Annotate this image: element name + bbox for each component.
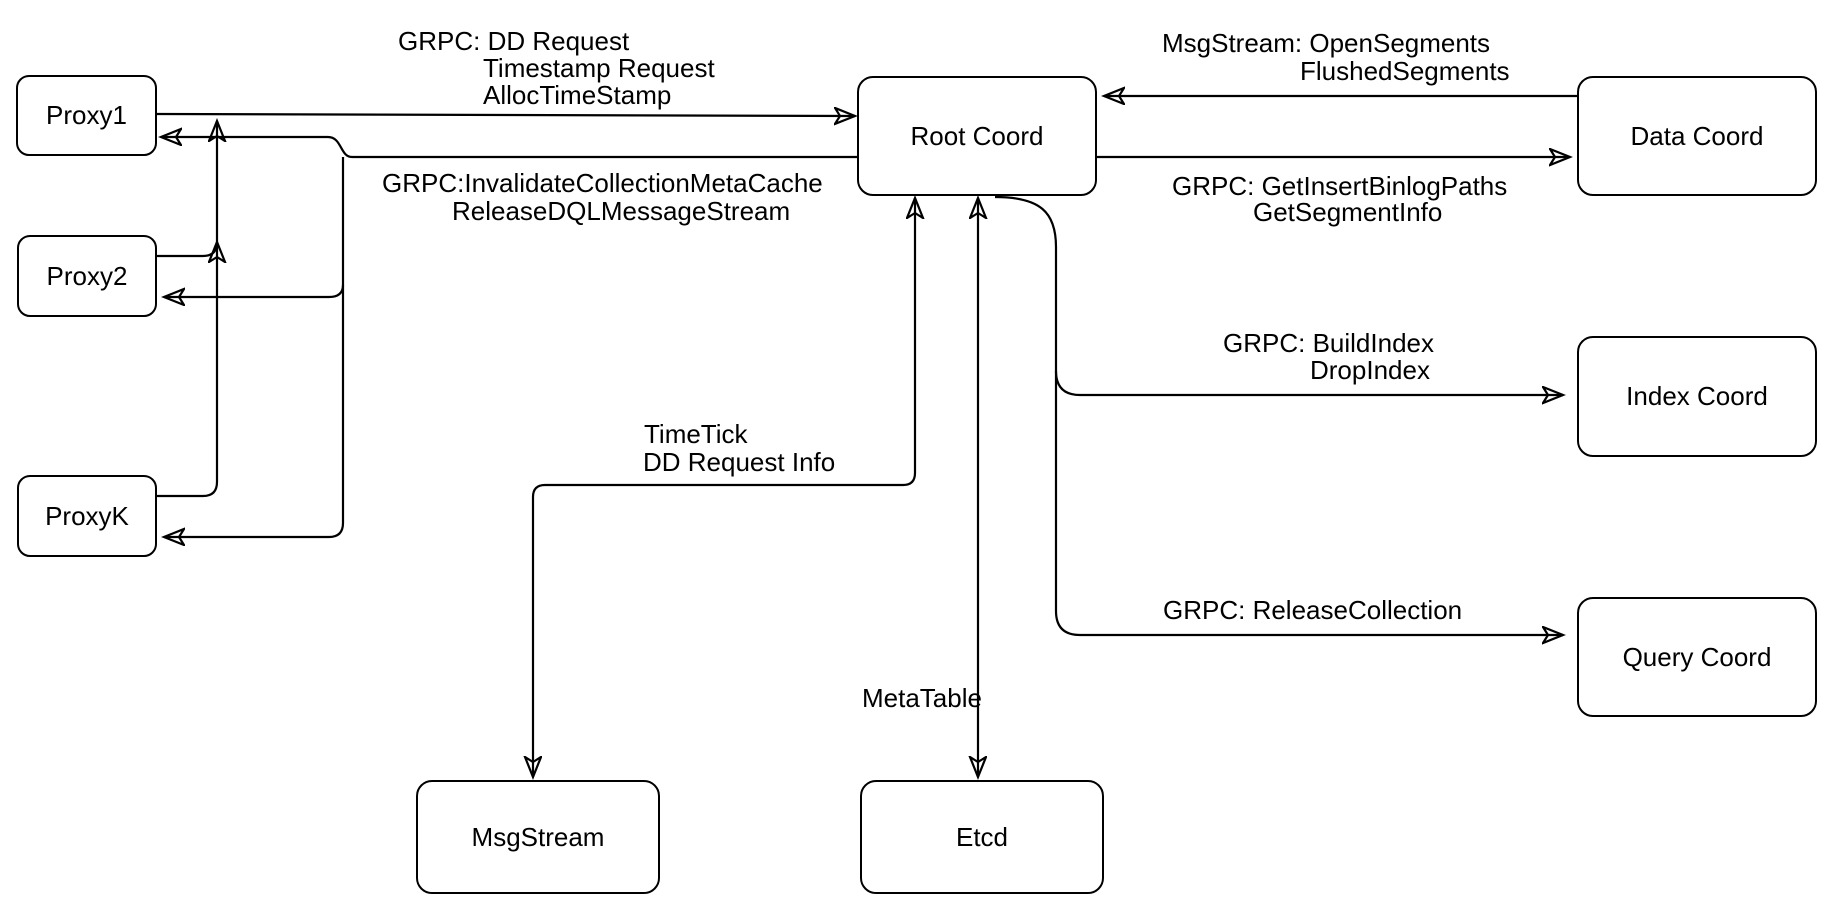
label-data-to-root-line2: FlushedSegments	[1300, 56, 1510, 86]
node-proxy1: Proxy1	[16, 75, 157, 156]
node-query-coord-label: Query Coord	[1622, 641, 1772, 672]
label-root-to-proxy-line2: ReleaseDQLMessageStream	[452, 196, 791, 226]
label-root-to-etcd-line1: MetaTable	[862, 683, 982, 713]
node-proxy2-label: Proxy2	[46, 260, 128, 291]
label-root-to-index-line1: GRPC: BuildIndex	[1223, 328, 1434, 358]
edge-rootcoord-to-proxyk	[164, 157, 345, 537]
node-msgstream: MsgStream	[416, 780, 660, 894]
label-root-to-index-line2: DropIndex	[1310, 355, 1430, 385]
label-proxy-to-root-line1: GRPC: DD Request	[398, 26, 630, 56]
label-root-to-data-line1: GRPC: GetInsertBinlogPaths	[1172, 171, 1508, 201]
node-proxy1-label: Proxy1	[46, 100, 127, 130]
edge-rootcoord-to-proxy1	[161, 137, 857, 159]
node-root-coord: Root Coord	[857, 76, 1097, 196]
node-etcd: Etcd	[860, 780, 1104, 894]
edge-rootcoord-to-indexcoord	[1054, 370, 1563, 395]
edge-proxyk-to-rootcoord	[157, 121, 217, 498]
node-etcd-label: Etcd	[955, 821, 1009, 852]
edge-rootcoord-to-proxy2	[164, 284, 345, 297]
node-proxyk-label: ProxyK	[45, 500, 129, 531]
node-query-coord: Query Coord	[1577, 597, 1817, 717]
node-data-coord: Data Coord	[1577, 76, 1817, 196]
edge-rootcoord-to-querycoord	[994, 195, 1563, 635]
edge-proxy1-to-rootcoord	[156, 114, 855, 116]
node-index-coord-label: Index Coord	[1626, 381, 1768, 411]
node-index-coord: Index Coord	[1577, 336, 1817, 457]
node-data-coord-label: Data Coord	[1630, 120, 1764, 151]
label-data-to-root-line1: MsgStream: OpenSegments	[1162, 28, 1491, 58]
edge-rootcoord-msgstream	[533, 198, 915, 777]
node-proxyk: ProxyK	[17, 475, 157, 557]
node-root-coord-label: Root Coord	[910, 120, 1044, 151]
label-root-to-query-line1: GRPC: ReleaseCollection	[1163, 595, 1463, 625]
label-root-to-msgstream-line2: DD Request Info	[643, 447, 836, 477]
edge-proxy2-to-rootcoord	[157, 242, 217, 256]
label-proxy-to-root-line2: Timestamp Request	[483, 53, 715, 83]
label-root-to-data-line2: GetSegmentInfo	[1253, 197, 1443, 227]
node-msgstream-label: MsgStream	[471, 821, 605, 852]
label-root-to-msgstream-line1: TimeTick	[644, 419, 748, 449]
label-root-to-proxy-line1: GRPC:InvalidateCollectionMetaCache	[382, 168, 823, 198]
node-proxy2: Proxy2	[17, 235, 157, 317]
label-proxy-to-root-line3: AllocTimeStamp	[483, 80, 672, 110]
